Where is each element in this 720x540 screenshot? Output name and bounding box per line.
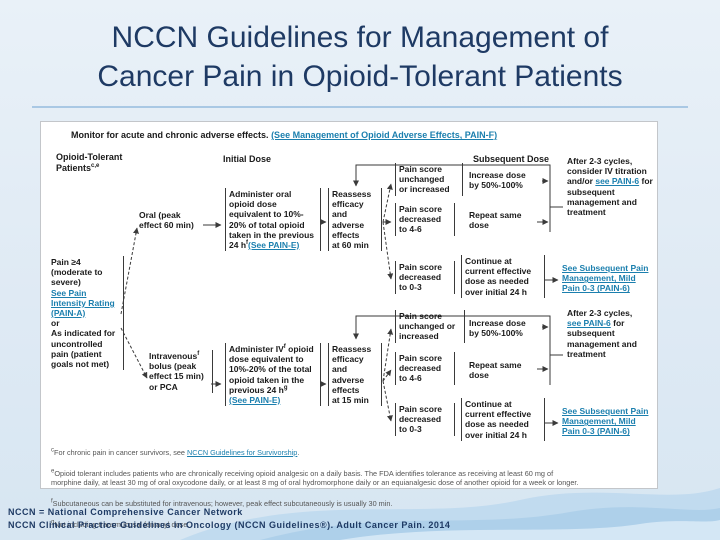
link-see-pain-6-top[interactable]: see PAIN-6 (595, 176, 640, 187)
administer-oral-box: Administer oral opioid dose equivalent t… (225, 188, 321, 252)
citation-line2: NCCN Clinical Practice Guidelines in Onc… (8, 520, 451, 531)
administer-iv-box: Administer IVf opioid dose equivalent to… (225, 343, 321, 407)
after-cycles-bottom-note: After 2-3 cycles, see PAIN-6 for subsequ… (567, 308, 637, 359)
top-action-continue: Continue at current effective dose as ne… (461, 255, 545, 298)
footnote-f: fSubcutaneous can be substituted for int… (51, 498, 393, 509)
bottom-outcome-decreased-0-3: Pain score decreased to 0-3 (395, 403, 455, 436)
title-divider (32, 106, 688, 108)
footnote-e: eOpioid tolerant includes patients who a… (51, 468, 579, 488)
bottom-action-increase: Increase dose by 50%-100% (469, 318, 526, 339)
link-pain-6-mild-bottom[interactable]: See Subsequent Pain Management, Mild Pai… (562, 406, 649, 437)
bottom-outcome-decreased-4-6: Pain score decreased to 4-6 (395, 352, 455, 385)
title-line2: Cancer Pain in Opioid-Tolerant Patients (97, 60, 623, 93)
title-line1: NCCN Guidelines for Management of (111, 21, 609, 54)
reassess-15min-box: Reassess efficacy and adverse effects at… (328, 343, 382, 407)
link-pain-a[interactable]: See Pain Intensity Rating (PAIN-A) (51, 287, 115, 318)
link-see-pain-6-bottom[interactable]: see PAIN-6 (567, 318, 611, 329)
after-cycles-top-note: After 2-3 cycles, consider IV titration … (567, 156, 653, 217)
monitor-text: Monitor for acute and chronic adverse ef… (71, 130, 272, 140)
link-pain-e-oral[interactable]: (See PAIN-E) (248, 239, 300, 250)
link-survivorship-guidelines[interactable]: NCCN Guidelines for Survivorship (187, 447, 298, 457)
footnotes: cFor chronic pain in cancer survivors, s… (51, 438, 651, 540)
oral-route-label: Oral (peak effect 60 min) (139, 210, 194, 231)
top-outcome-decreased-4-6: Pain score decreased to 4-6 (395, 203, 455, 236)
reassess-60min-box: Reassess efficacy and adverse effects at… (328, 188, 382, 252)
page-title: NCCN Guidelines for Management of Cancer … (0, 18, 720, 96)
top-action-increase: Increase dose by 50%-100% (469, 170, 526, 191)
guideline-flowchart-panel: Monitor for acute and chronic adverse ef… (40, 121, 658, 529)
link-pain-e-iv[interactable]: (See PAIN-E) (229, 394, 281, 405)
link-pain-6-mild-top[interactable]: See Subsequent Pain Management, Mild Pai… (562, 263, 649, 294)
iv-route-label: Intravenousf bolus (peak effect 15 min) … (149, 350, 213, 393)
link-pain-f[interactable]: (See Management of Opioid Adverse Effect… (271, 130, 498, 140)
top-outcome-decreased-0-3: Pain score decreased to 0-3 (395, 261, 455, 294)
bottom-action-repeat: Repeat same dose (469, 360, 522, 381)
criteria-pain-block: Pain ≥4 (moderate to severe)See Pain Int… (51, 256, 124, 371)
header-initial-dose: Initial Dose (223, 154, 272, 164)
bottom-outcome-unchanged: Pain score unchanged or increased (395, 310, 465, 343)
footnote-g: gNot including transmucosal fentanyl dos… (51, 519, 190, 529)
bottom-action-continue: Continue at current effective dose as ne… (461, 398, 545, 441)
top-action-repeat: Repeat same dose (469, 210, 522, 231)
header-opioid-tolerant-patients: Opioid-Tolerant Patientsc,e (56, 152, 123, 173)
citation: NCCN = National Comprehensive Cancer Net… (8, 506, 450, 532)
monitor-header: Monitor for acute and chronic adverse ef… (71, 130, 636, 141)
citation-line1: NCCN = National Comprehensive Cancer Net… (8, 507, 243, 517)
footnote-c: cFor chronic pain in cancer survivors, s… (51, 447, 300, 457)
header-subsequent-dose: Subsequent Dose (473, 154, 550, 164)
top-outcome-unchanged: Pain score unchanged or increased (395, 163, 463, 196)
